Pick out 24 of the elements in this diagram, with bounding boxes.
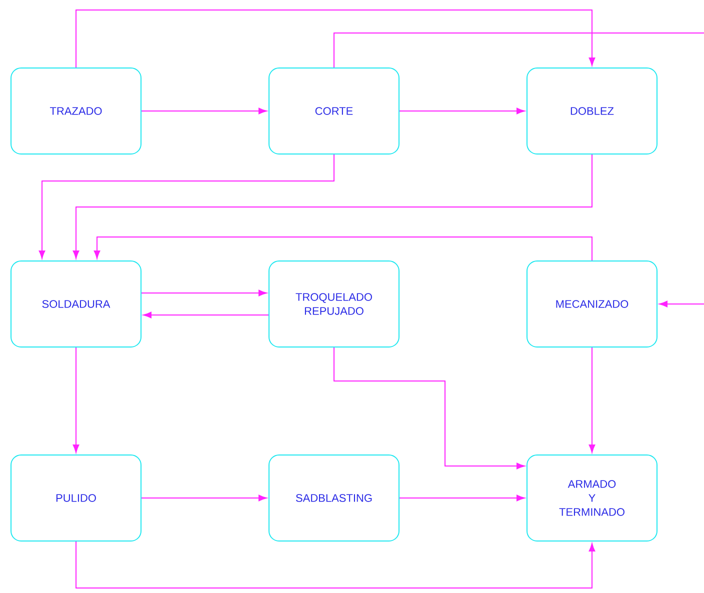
arrow xyxy=(76,10,596,68)
process-box: SADBLASTING xyxy=(268,454,400,542)
process-box: DOBLEZ xyxy=(526,68,658,154)
arrow xyxy=(72,154,592,259)
process-box: SOLDADURA xyxy=(10,260,142,348)
arrow xyxy=(659,300,704,308)
arrow xyxy=(76,541,596,588)
arrow xyxy=(334,347,525,470)
arrow xyxy=(72,347,80,453)
arrow xyxy=(399,494,525,502)
arrow xyxy=(399,108,525,114)
arrow xyxy=(141,290,267,296)
process-box: TRAZADO xyxy=(10,68,142,154)
arrow xyxy=(141,494,267,502)
arrow xyxy=(38,154,334,259)
process-box: ARMADO Y TERMINADO xyxy=(526,454,658,542)
process-box: TROQUELADO REPUJADO xyxy=(268,260,400,348)
process-box: CORTE xyxy=(268,68,400,154)
process-box: MECANIZADO xyxy=(526,260,658,348)
arrow xyxy=(588,347,596,453)
arrow xyxy=(143,312,269,318)
arrow xyxy=(94,236,592,261)
process-box: PULIDO xyxy=(10,454,142,542)
arrow xyxy=(141,108,267,114)
